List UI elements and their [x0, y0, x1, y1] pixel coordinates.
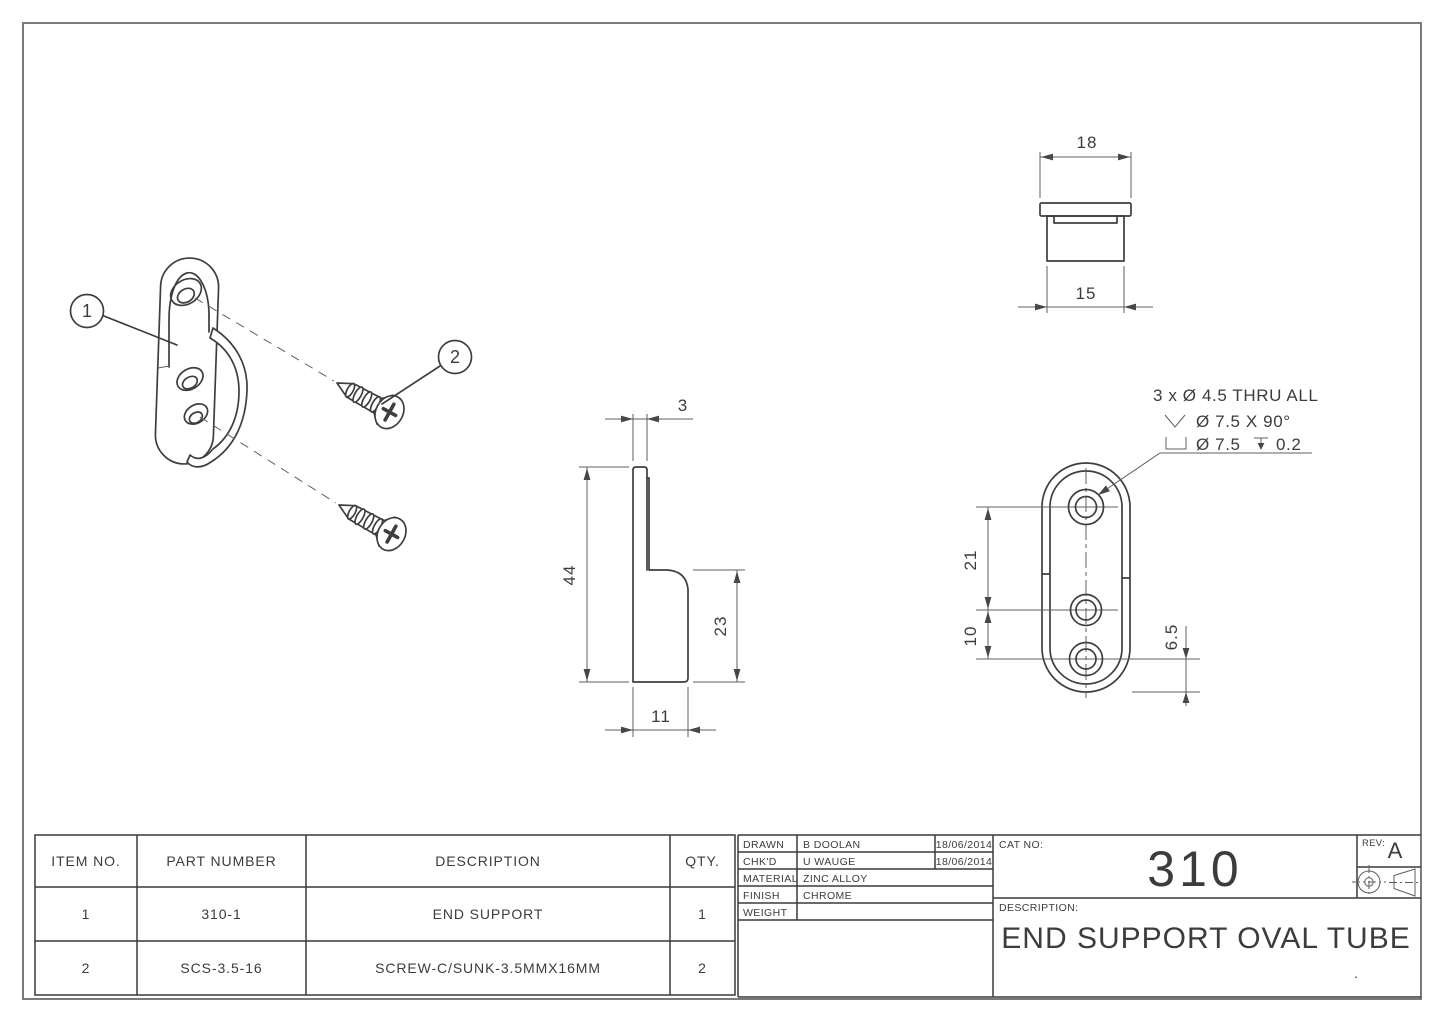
dim-11-text: 11	[651, 707, 671, 726]
bom-cell: 2	[698, 960, 707, 976]
iso-middle-hole	[176, 366, 204, 392]
checked-date: 18/06/2014	[936, 856, 993, 868]
material-value: ZINC ALLOY	[803, 873, 868, 885]
balloon-1: 1	[69, 293, 178, 346]
front-hole-middle	[1069, 593, 1103, 627]
balloon-1-label: 1	[82, 301, 92, 321]
assembly-axis-line	[194, 297, 335, 382]
dim-3-text: 3	[678, 396, 688, 415]
dim-15-text: 15	[1076, 284, 1097, 303]
counterbore-icon	[1165, 437, 1187, 450]
front-hole-bottom	[1068, 641, 1104, 677]
bom-header-item-no: ITEM NO.	[51, 853, 120, 869]
hole-callout-line-3a: Ø 7.5	[1196, 435, 1241, 454]
dim-15: 15	[1018, 266, 1153, 313]
countersink-icon	[1164, 414, 1186, 428]
bracket-clip-band	[186, 327, 248, 468]
rev-label: REV:	[1362, 838, 1385, 849]
top-view: 18 15	[1018, 133, 1153, 313]
bom-row-1: 1 310-1 END SUPPORT 1	[82, 906, 707, 922]
dim-23-text: 23	[711, 616, 730, 637]
front-hole-top	[1067, 488, 1105, 526]
dim-21: 21	[961, 507, 992, 659]
isometric-view: 1 2	[69, 257, 473, 558]
screw-item	[326, 366, 412, 436]
callout-leader-line	[1097, 452, 1312, 496]
front-view: 21 10 6.5 3 x Ø 4.5 THRU ALL Ø 7.5 X 90°…	[961, 386, 1318, 706]
hole-callout-line-3b: 0.2	[1276, 435, 1301, 454]
bom-cell: 1	[82, 906, 91, 922]
balloon-2-label: 2	[450, 347, 460, 367]
description-value: END SUPPORT OVAL TUBE	[1001, 922, 1410, 955]
bom-row-2: 2 SCS-3.5-16 SCREW-C/SUNK-3.5MMX16MM 2	[82, 960, 707, 976]
bom-cell: SCREW-C/SUNK-3.5MMX16MM	[375, 960, 601, 976]
cat-no-label: CAT NO:	[999, 839, 1043, 851]
material-label: MATERIAL	[743, 873, 798, 885]
dim-11: 11	[605, 687, 716, 737]
dim-18: 18	[1039, 133, 1132, 198]
dim-44: 44	[560, 466, 629, 683]
dim-23: 23	[693, 569, 745, 683]
hole-callout-line-2: Ø 7.5 X 90°	[1196, 412, 1291, 431]
hole-callout-line-1: 3 x Ø 4.5 THRU ALL	[1153, 386, 1318, 405]
iso-bottom-hole	[183, 403, 209, 425]
bom-cell: 2	[82, 960, 91, 976]
bom-table: ITEM NO. PART NUMBER DESCRIPTION QTY. 1 …	[34, 834, 736, 996]
side-profile	[632, 466, 689, 683]
bom-cell: SCS-3.5-16	[180, 960, 262, 976]
drawn-name: B DOOLAN	[803, 839, 860, 851]
bracket-plate	[154, 257, 220, 465]
dim-21-text: 21	[961, 550, 980, 571]
third-angle-projection-icon	[1352, 865, 1420, 899]
dim-18-text: 18	[1077, 133, 1098, 152]
stray-mark: .	[1354, 965, 1359, 981]
weight-label: WEIGHT	[743, 907, 788, 919]
bom-cell: 310-1	[201, 906, 241, 922]
screw-item	[328, 488, 414, 558]
cat-no-value: 310	[1147, 841, 1242, 897]
drawn-label: DRAWN	[743, 839, 784, 851]
depth-icon	[1254, 437, 1268, 450]
dim-44-text: 44	[560, 565, 579, 586]
sheet-border	[22, 22, 1422, 1000]
top-view-body	[1046, 215, 1125, 262]
bom-header-description: DESCRIPTION	[435, 853, 541, 869]
checked-name: U WAUGE	[803, 856, 856, 868]
dim-10: 10	[961, 611, 992, 658]
rev-value: A	[1388, 838, 1403, 863]
description-label: DESCRIPTION:	[999, 902, 1078, 914]
finish-value: CHROME	[803, 890, 852, 902]
assembly-axis-line	[199, 416, 337, 504]
balloon-2: 2	[381, 339, 473, 405]
bom-header-qty: QTY.	[685, 853, 719, 869]
hole-callout: 3 x Ø 4.5 THRU ALL Ø 7.5 X 90° Ø 7.5 0.2	[1097, 386, 1318, 496]
bom-cell: END SUPPORT	[433, 906, 544, 922]
side-view: 3 44 23 11	[560, 396, 745, 737]
dim-10-text: 10	[961, 626, 980, 647]
bom-cell: 1	[698, 906, 707, 922]
drawn-date: 18/06/2014	[936, 839, 993, 851]
dim-3: 3	[605, 396, 693, 461]
iso-top-hole	[169, 277, 203, 307]
title-block: DRAWN B DOOLAN 18/06/2014 CHK'D U WAUGE …	[737, 834, 1421, 998]
checked-label: CHK'D	[743, 856, 777, 868]
dim-6-5-text: 6.5	[1162, 624, 1181, 651]
dim-6-5: 6.5	[1162, 624, 1190, 706]
top-view-flange	[1039, 202, 1132, 217]
bom-header-part-number: PART NUMBER	[166, 853, 276, 869]
finish-label: FINISH	[743, 890, 780, 902]
